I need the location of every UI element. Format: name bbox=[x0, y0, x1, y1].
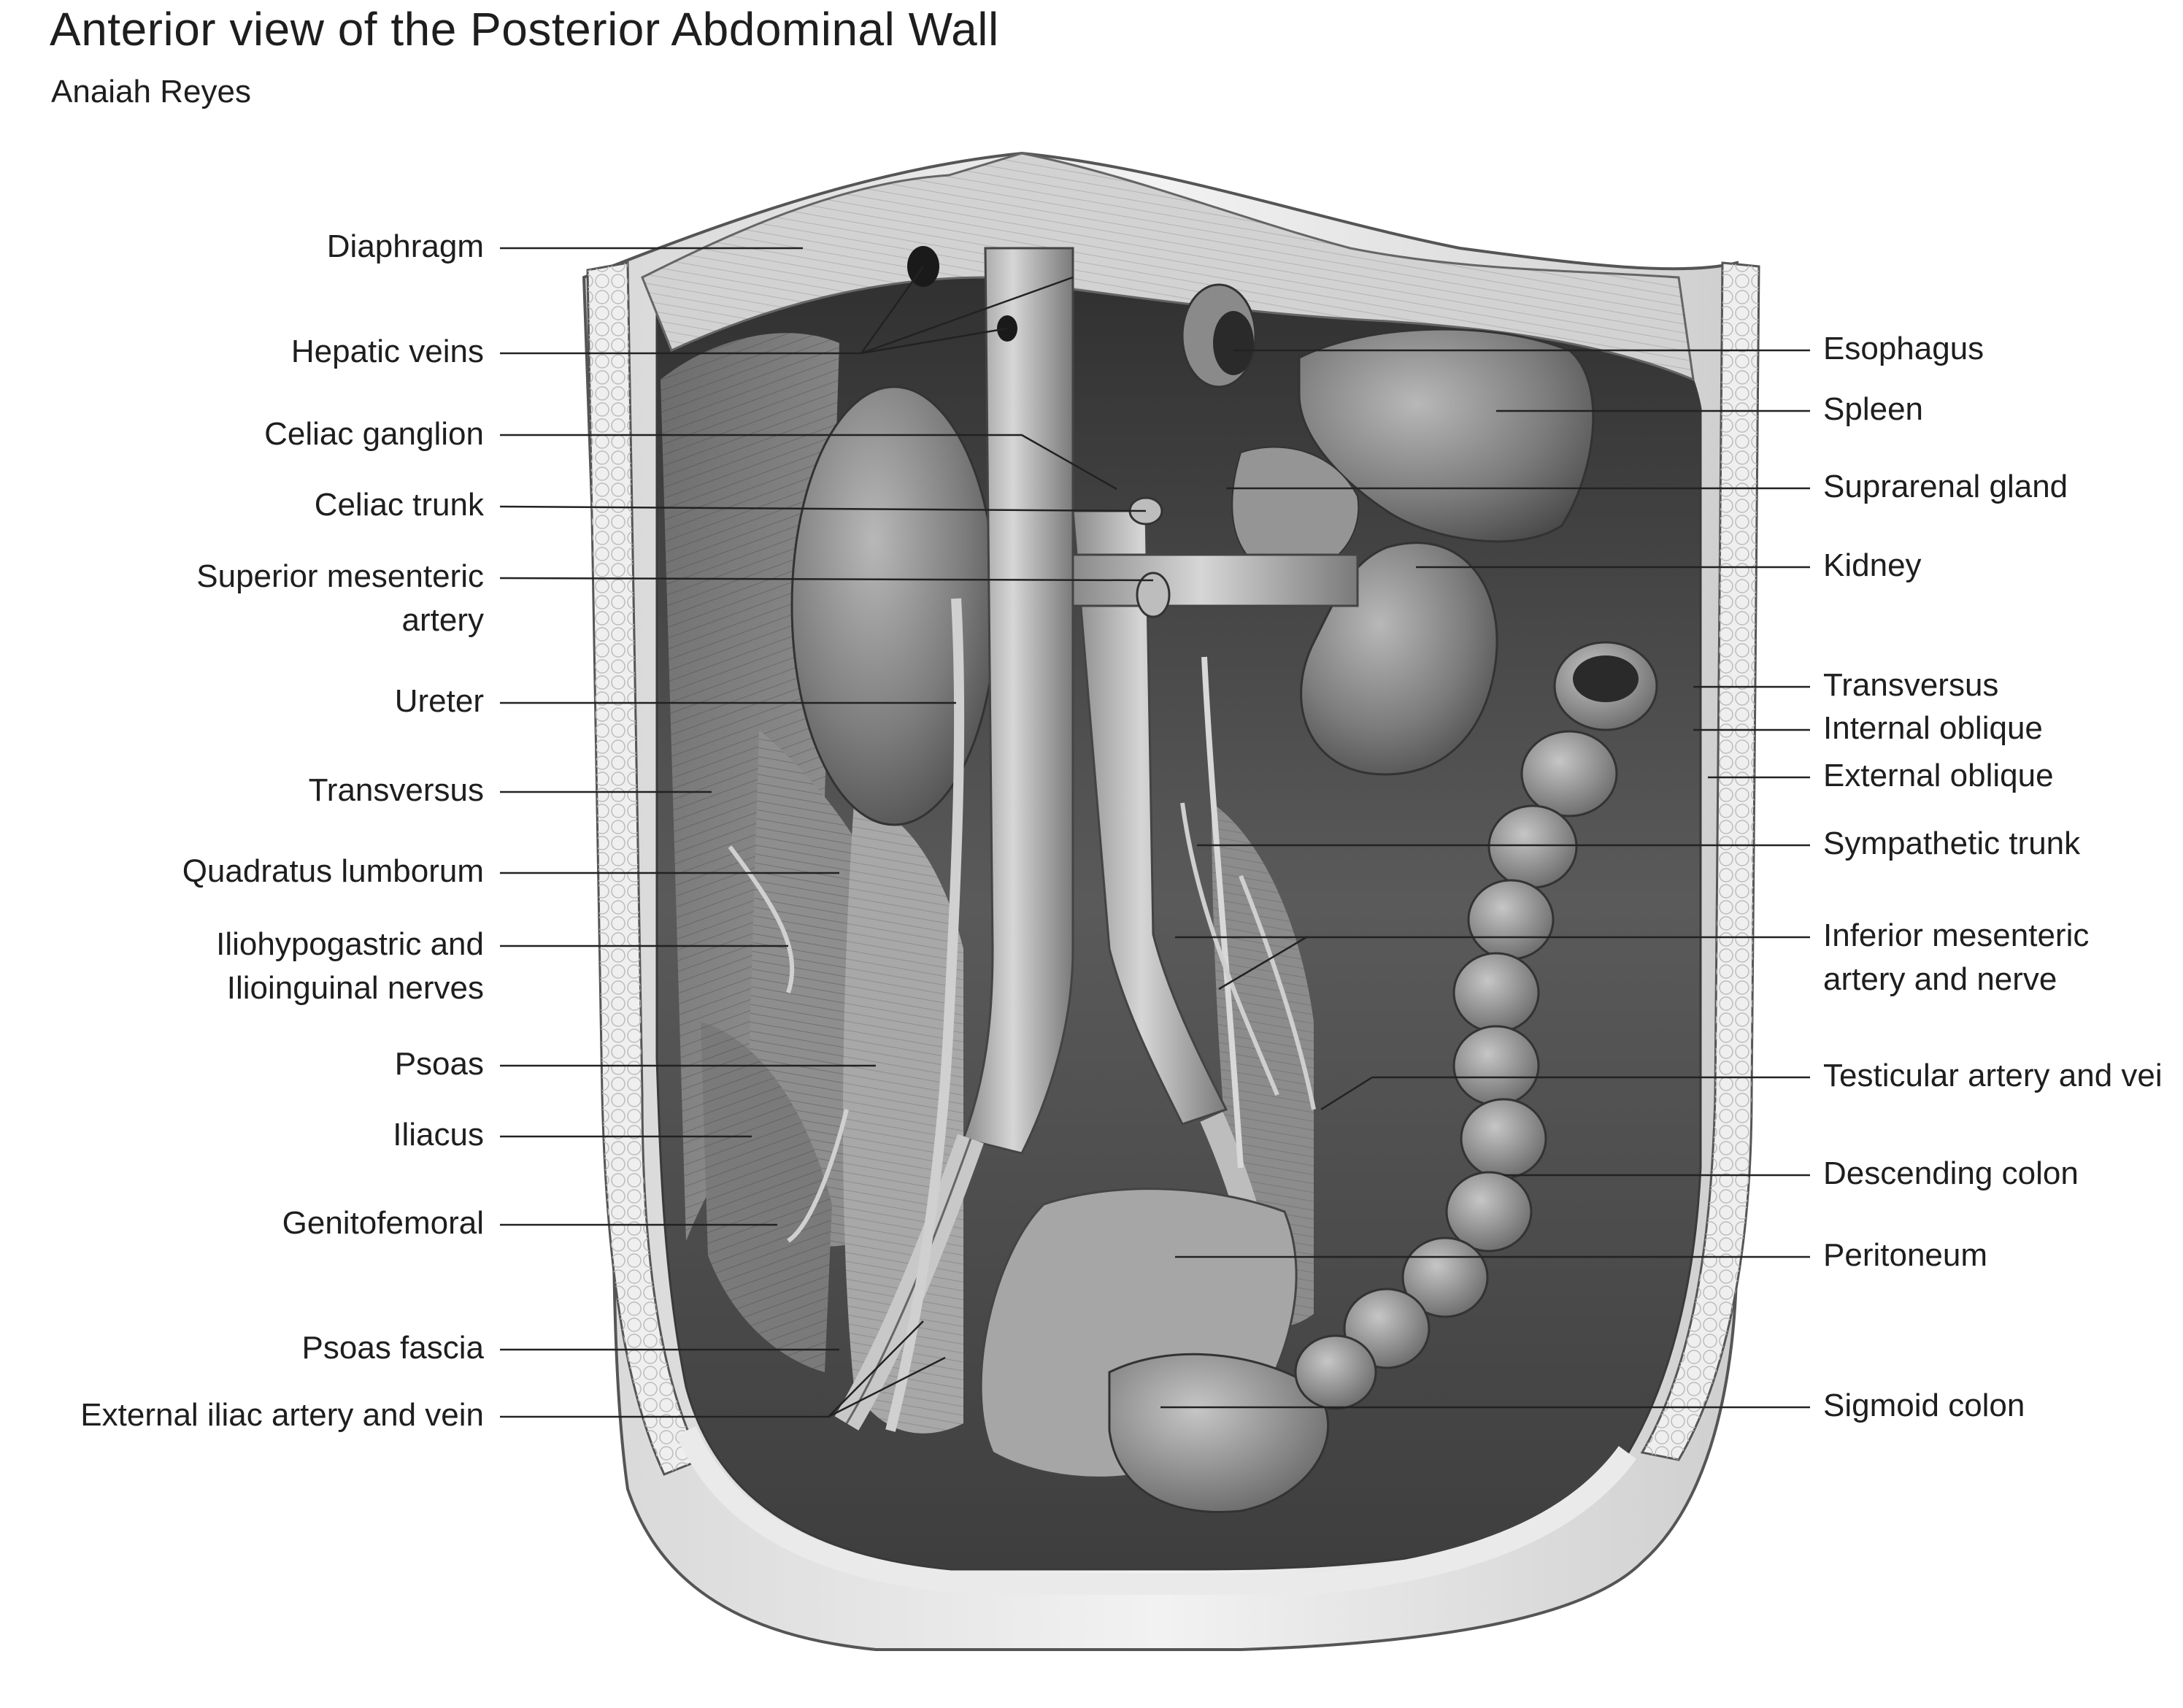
label-external-oblique: External oblique bbox=[1823, 758, 2054, 793]
label-spleen: Spleen bbox=[1823, 391, 1924, 427]
abdominal-aorta bbox=[1071, 509, 1228, 1126]
superior-mesenteric-artery-cut bbox=[1136, 572, 1171, 618]
label-descending-colon: Descending colon bbox=[1823, 1155, 2079, 1191]
label-celiac-ganglion: Celiac ganglion bbox=[264, 416, 484, 452]
label-celiac-trunk: Celiac trunk bbox=[314, 487, 484, 523]
label-superior-mesenteric-artery-line2: artery bbox=[401, 602, 484, 638]
sigmoid-colon bbox=[1108, 1353, 1329, 1513]
label-iliohypogastric-line1: Iliohypogastric and bbox=[216, 926, 484, 962]
label-external-iliac: External iliac artery and vein bbox=[80, 1397, 484, 1433]
label-psoas-fascia: Psoas fascia bbox=[301, 1330, 484, 1366]
genitofemoral-nerve bbox=[787, 1109, 849, 1243]
label-iliohypogastric-line2: Ilioinguinal nerves bbox=[226, 970, 484, 1006]
label-quadratus-lumborum: Quadratus lumborum bbox=[182, 853, 484, 889]
label-esophagus: Esophagus bbox=[1823, 331, 1984, 366]
label-hepatic-veins: Hepatic veins bbox=[290, 334, 484, 369]
label-sigmoid-colon: Sigmoid colon bbox=[1823, 1388, 2025, 1423]
ureter bbox=[885, 598, 965, 1432]
label-ureter: Ureter bbox=[394, 683, 484, 719]
label-transversus-right: Transversus bbox=[1823, 667, 1999, 703]
author-credit: Anaiah Reyes bbox=[51, 74, 251, 109]
label-psoas: Psoas bbox=[394, 1046, 484, 1082]
label-suprarenal-gland: Suprarenal gland bbox=[1823, 469, 2068, 504]
pelvic-rim bbox=[676, 1426, 1637, 1595]
sympathetic-trunk bbox=[1201, 656, 1244, 1169]
label-genitofemoral: Genitofemoral bbox=[282, 1205, 484, 1241]
kidney-left bbox=[790, 385, 998, 826]
iliohypogastric-nerve bbox=[728, 845, 795, 993]
label-testicular-artery: Testicular artery and vei bbox=[1823, 1058, 2163, 1093]
label-kidney: Kidney bbox=[1823, 547, 1922, 583]
label-transversus-left: Transversus bbox=[308, 772, 484, 808]
label-sympathetic-trunk: Sympathetic trunk bbox=[1823, 826, 2081, 861]
label-peritoneum: Peritoneum bbox=[1823, 1237, 1988, 1273]
figure-title: Anterior view of the Posterior Abdominal… bbox=[50, 3, 999, 55]
label-superior-mesenteric-artery-line1: Superior mesenteric bbox=[196, 558, 484, 594]
inferior-vena-cava bbox=[962, 247, 1074, 1155]
label-diaphragm: Diaphragm bbox=[326, 228, 484, 264]
leader-lines-left bbox=[499, 247, 1154, 1418]
descending-colon bbox=[1294, 641, 1658, 1410]
label-inferior-mesenteric-line2: artery and nerve bbox=[1823, 961, 2057, 997]
label-inferior-mesenteric-line1: Inferior mesenteric bbox=[1823, 918, 2090, 953]
leader-lines-right bbox=[1160, 349, 1810, 1409]
label-iliacus: Iliacus bbox=[393, 1117, 484, 1153]
label-internal-oblique: Internal oblique bbox=[1823, 710, 2043, 746]
